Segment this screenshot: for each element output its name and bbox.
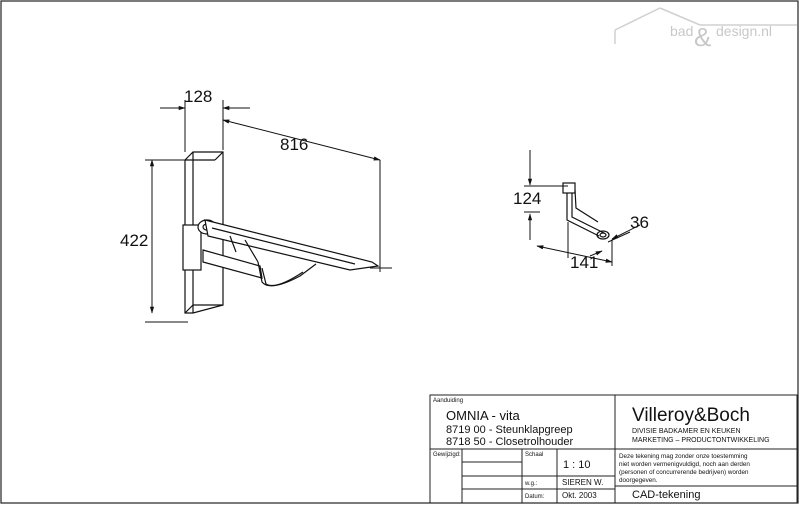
dim-816: 816 (280, 135, 308, 154)
author-value: SIEREN W. (562, 478, 603, 487)
grab-bar-drawing (182, 151, 380, 314)
notice-line-3: (personen of concurrerende bedrijven) wo… (619, 469, 749, 476)
label-datum: Datum: (525, 494, 545, 500)
notice-line-1: Deze tekening mag zonder onze toestemmin… (619, 453, 748, 460)
watermark-text-left: bad (670, 23, 693, 39)
dim-128: 128 (184, 87, 212, 106)
dim-422: 422 (120, 231, 148, 250)
label-schaal: Schaal (525, 452, 543, 458)
watermark-ampersand: & (694, 22, 711, 52)
roll-holder-drawing (562, 182, 610, 240)
item-closetrolhouder: 8718 50 - Closetrolhouder (446, 436, 574, 448)
product-title: OMNIA - vita (446, 408, 520, 423)
dim-124: 124 (513, 189, 541, 208)
scale-value: 1 : 10 (563, 459, 591, 471)
notice-line-2: niet worden vermenigvuldigd, noch aan de… (619, 461, 750, 468)
watermark-text-right: design.nl (716, 23, 772, 39)
watermark-logo: bad & design.nl (614, 7, 797, 52)
item-steunklapgreep: 8719 00 - Steunklapgreep (446, 424, 573, 436)
brand-logo: Villeroy&Boch (632, 405, 750, 426)
notice-line-4: doorgegeven. (619, 477, 658, 484)
roll-holder-dimensions (524, 150, 641, 266)
division-text: DIVISIE BADKAMER EN KEUKEN (632, 428, 741, 435)
date-value: Okt. 2003 (562, 491, 597, 500)
title-block (429, 394, 798, 504)
label-gewijzigd: Gewijzigd: (433, 452, 461, 458)
grab-bar-dimensions (145, 100, 392, 323)
label-wg: w.g.: (524, 481, 538, 487)
dim-36: 36 (630, 213, 649, 232)
drawing-type: CAD-tekening (632, 489, 700, 501)
label-aanduiding: Aanduiding (433, 398, 463, 404)
dim-141: 141 (570, 253, 598, 272)
department-text: MARKETING – PRODUCTONTWIKKELING (632, 437, 770, 444)
